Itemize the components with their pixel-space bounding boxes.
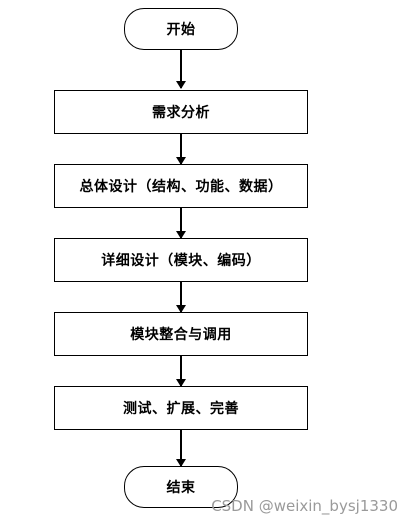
step-detailed-design: 详细设计（模块、编码） [54,238,308,282]
step-label: 详细设计（模块、编码） [101,253,261,269]
step-requirements-analysis: 需求分析 [54,90,308,134]
end-label: 结束 [166,480,196,496]
step-label: 需求分析 [152,105,210,121]
arrow-step4-to-step5 [176,356,186,387]
step-label: 总体设计（结构、功能、数据） [79,179,283,195]
arrow-start-to-step1 [176,50,186,89]
arrow-step5-to-end [176,430,186,467]
arrow-step2-to-step3 [176,208,186,239]
start-node: 开始 [124,8,238,50]
step-label: 模块整合与调用 [130,327,232,343]
step-module-integration: 模块整合与调用 [54,312,308,356]
start-label: 开始 [166,22,196,38]
watermark-text: CSDN @weixin_bysj1330 [211,497,398,515]
arrow-step3-to-step4 [176,282,186,313]
step-testing: 测试、扩展、完善 [54,386,308,430]
step-overall-design: 总体设计（结构、功能、数据） [54,164,308,208]
end-node: 结束 [124,466,238,508]
step-label: 测试、扩展、完善 [123,401,239,417]
arrow-step1-to-step2 [176,134,186,165]
